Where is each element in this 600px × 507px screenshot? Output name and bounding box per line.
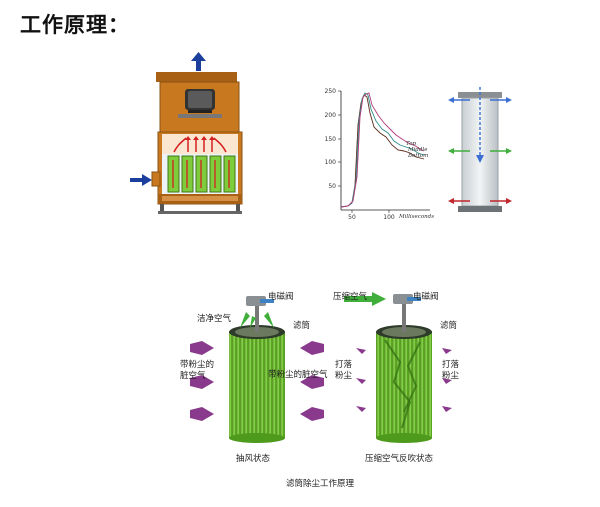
solenoid-label-right: 电磁阀: [413, 292, 439, 302]
filter-label-right: 滤筒: [440, 321, 458, 331]
series-line-bottom: [340, 92, 425, 208]
side-arrows-icon: [448, 97, 512, 204]
clean-air-label: 洁净空气: [197, 314, 232, 324]
y-tick: 200: [325, 112, 337, 119]
y-tick: 250: [325, 88, 337, 95]
x-unit: Milliseconds: [398, 214, 434, 220]
y-tick: 50: [328, 183, 336, 190]
left-cartridge: [229, 296, 285, 443]
filter-tube-diagram: [448, 87, 512, 212]
airflow-arrows-icon: [173, 137, 227, 153]
pressure-chart: 250 200 150 100 50 50 100 Milliseconds T…: [325, 88, 435, 221]
compressed-air-label: 压缩空气: [333, 292, 368, 302]
solenoid-valve-icon: [393, 294, 413, 304]
dusty-air-label-left: 带粉尘的脏空气: [180, 360, 215, 381]
solenoid-valve-icon: [246, 296, 266, 306]
fan-motor: [178, 89, 222, 118]
x-tick: 50: [348, 214, 356, 221]
state-label-backflush: 压缩空气反吹状态: [365, 454, 434, 464]
y-tick: 100: [325, 159, 337, 166]
fan-housing: [156, 72, 237, 82]
tube-cap-bottom: [458, 206, 502, 212]
right-cartridge: [376, 294, 432, 443]
compressed-air-arrow-icon: [344, 292, 386, 306]
dust-label-left: 打落粉尘: [335, 360, 353, 381]
x-tick: 100: [383, 214, 395, 221]
y-tick: 150: [325, 136, 337, 143]
filter-cartridge-diagram: [190, 292, 452, 443]
diagram-caption: 滤筒除尘工作原理: [286, 479, 355, 489]
solenoid-label-left: 电磁阀: [268, 292, 294, 302]
page-title: 工作原理：: [20, 13, 130, 37]
legend-bottom: Bottom: [407, 153, 428, 159]
dust-drop-arrows-icon: [356, 348, 452, 412]
dusty-air-label-right: 带粉尘的脏空气: [268, 370, 328, 380]
state-label-suction: 抽风状态: [236, 454, 271, 464]
dusty-air-arrows-icon: [190, 341, 324, 421]
outlet-arrow-icon: [191, 52, 206, 71]
clean-air-arrows-icon: [240, 312, 274, 328]
dust-collector-cabinet: [130, 52, 243, 214]
legend-middle: Middle: [407, 147, 428, 153]
dust-label-right: 打落粉尘: [442, 360, 460, 381]
filter-label-left: 滤筒: [293, 321, 311, 331]
inlet-arrow-icon: [130, 174, 152, 186]
legend-top: Top: [406, 141, 417, 147]
